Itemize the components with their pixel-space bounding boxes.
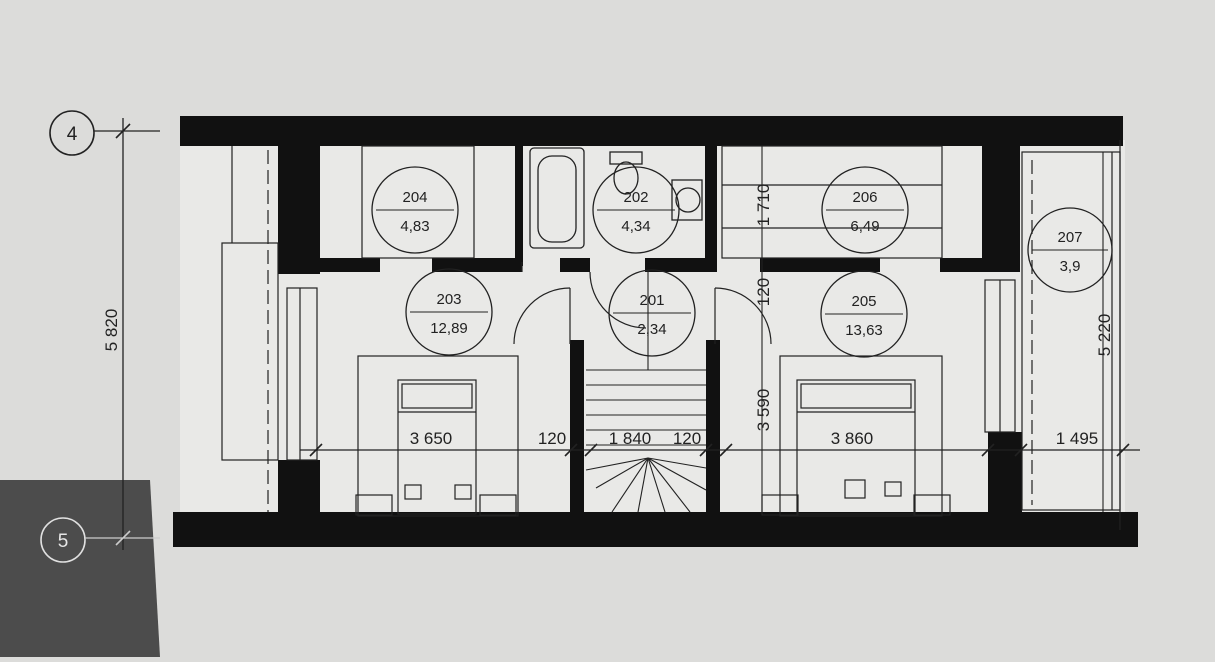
room-label-202: 202 4,34	[592, 166, 680, 254]
dimension-bedroom-right-depth: 3 590	[754, 389, 773, 432]
dimension-balcony-length: 5 220	[1095, 314, 1114, 357]
room-label-203: 203 12,89	[405, 268, 493, 356]
room-label-circle	[820, 270, 908, 358]
room-number: 206	[852, 189, 877, 206]
room-number: 203	[436, 291, 461, 308]
room-area: 12,89	[430, 320, 468, 337]
dimension-wall-right: 120	[673, 429, 701, 448]
interior-walls	[320, 146, 988, 515]
room-label-circle	[405, 268, 493, 356]
room-label-201: 201 2,34	[608, 269, 696, 357]
room-label-circle	[1027, 207, 1113, 293]
dimension-stair-width: 1 840	[609, 429, 652, 448]
axis-4-label: 4	[67, 124, 78, 145]
axis-5-label: 5	[58, 531, 69, 552]
dimension-bedroom-left-width: 3 650	[410, 429, 453, 448]
floor-interior	[180, 140, 1125, 518]
room-number: 207	[1057, 229, 1082, 246]
axis-5-marker	[40, 517, 86, 563]
dimension-wall-upper: 120	[754, 278, 773, 306]
dimension-room206-depth: 1 710	[754, 184, 773, 227]
room-number: 202	[623, 189, 648, 206]
room-number: 205	[851, 293, 876, 310]
bed-right	[761, 355, 951, 517]
room-area: 4,83	[400, 218, 429, 235]
exterior-walls	[173, 116, 1138, 547]
bathtub	[529, 147, 585, 249]
room-area: 3,9	[1060, 258, 1081, 275]
room-label-circle	[608, 269, 696, 357]
overall-dimension-tick-bottom	[115, 530, 131, 546]
room-area: 2,34	[637, 321, 666, 338]
axis-4-marker	[49, 110, 95, 156]
room-number: 201	[639, 292, 664, 309]
bed-left	[355, 355, 519, 517]
room-label-207: 207 3,9	[1027, 207, 1113, 293]
room-area: 4,34	[621, 218, 650, 235]
room-number: 204	[402, 189, 427, 206]
room-label-206: 206 6,49	[821, 166, 909, 254]
overall-dimension-label: 5 820	[102, 309, 121, 352]
room-labels: 204 4,83 202 4,34 206 6,49 207 3,9 203 12,89 201 2,…	[371, 166, 1113, 358]
dimension-bedroom-right-width: 3 860	[831, 429, 874, 448]
room-label-circle	[592, 166, 680, 254]
dimension-balcony-width: 1 495	[1056, 429, 1099, 448]
room-label-circle	[821, 166, 909, 254]
sink	[671, 179, 703, 221]
room-furniture-outlines	[361, 145, 943, 259]
room-label-204: 204 4,83	[371, 166, 459, 254]
horizontal-dimension-ticks	[309, 443, 1130, 457]
room-label-205: 205 13,63	[820, 270, 908, 358]
paper-shadow	[0, 480, 160, 657]
room-area: 6,49	[850, 218, 879, 235]
staircase	[585, 270, 707, 513]
doors	[513, 262, 772, 345]
toilet	[609, 151, 643, 195]
overall-dimension-tick-top	[115, 123, 131, 139]
room-area: 13,63	[845, 322, 883, 339]
dimension-wall-left: 120	[538, 429, 566, 448]
room-label-circle	[371, 166, 459, 254]
left-balcony	[221, 146, 318, 512]
